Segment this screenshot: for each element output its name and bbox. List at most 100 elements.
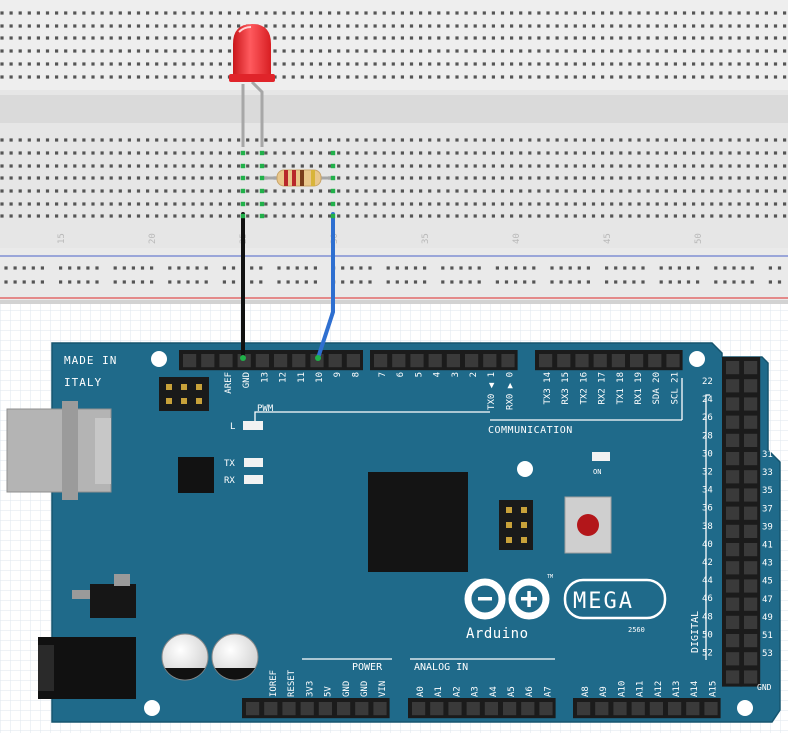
breadboard-hole [36, 24, 40, 28]
header-pin[interactable] [631, 702, 645, 716]
header-pin[interactable] [726, 597, 740, 611]
header-pin[interactable] [726, 634, 740, 648]
header-pin[interactable] [466, 702, 480, 716]
breadboard-hole [40, 280, 44, 284]
header-pin[interactable] [412, 702, 426, 716]
header-pin[interactable] [648, 354, 662, 368]
header-pin[interactable] [611, 354, 625, 368]
header-pin[interactable] [744, 488, 758, 502]
breadboard-hole [573, 62, 577, 66]
header-pin[interactable] [744, 433, 758, 447]
header-pin[interactable] [292, 354, 306, 368]
digital-pin-number: 30 [702, 449, 713, 459]
header-pin[interactable] [726, 379, 740, 393]
header-pin[interactable] [744, 361, 758, 375]
reset-button-cap[interactable] [577, 514, 599, 536]
header-pin[interactable] [744, 579, 758, 593]
header-pin[interactable] [744, 543, 758, 557]
header-pin[interactable] [744, 524, 758, 538]
header-pin[interactable] [726, 561, 740, 575]
header-pin[interactable] [704, 702, 718, 716]
header-pin[interactable] [726, 524, 740, 538]
breadboard-hole [250, 266, 254, 270]
header-pin[interactable] [374, 354, 388, 368]
header-pin[interactable] [219, 354, 233, 368]
header-pin[interactable] [264, 702, 278, 716]
header-pin[interactable] [744, 452, 758, 466]
header-pin[interactable] [410, 354, 424, 368]
header-pin[interactable] [726, 543, 740, 557]
header-pin[interactable] [484, 702, 498, 716]
header-pin[interactable] [373, 702, 387, 716]
header-pin[interactable] [501, 354, 515, 368]
header-pin[interactable] [744, 506, 758, 520]
header-pin[interactable] [274, 354, 288, 368]
breadboard-hole [209, 151, 213, 155]
header-pin[interactable] [593, 354, 607, 368]
header-pin[interactable] [577, 702, 591, 716]
header-pin[interactable] [726, 488, 740, 502]
header-pin[interactable] [183, 354, 197, 368]
header-pin[interactable] [630, 354, 644, 368]
header-pin[interactable] [430, 702, 444, 716]
header-pin[interactable] [726, 670, 740, 684]
header-pin[interactable] [726, 506, 740, 520]
header-pin[interactable] [744, 615, 758, 629]
header-pin[interactable] [346, 354, 360, 368]
header-pin[interactable] [744, 379, 758, 393]
header-pin[interactable] [246, 702, 260, 716]
header-pin[interactable] [337, 702, 351, 716]
header-pin[interactable] [726, 415, 740, 429]
header-pin[interactable] [744, 634, 758, 648]
header-pin[interactable] [666, 354, 680, 368]
header-pin[interactable] [255, 354, 269, 368]
header-pin[interactable] [744, 397, 758, 411]
header-pin[interactable] [726, 433, 740, 447]
header-pin[interactable] [726, 452, 740, 466]
header-pin[interactable] [446, 354, 460, 368]
wire-blue-pin10[interactable] [316, 212, 335, 360]
red-led[interactable] [233, 24, 271, 78]
header-pin[interactable] [355, 702, 369, 716]
header-pin[interactable] [483, 354, 497, 368]
breadboard-hole [719, 24, 723, 28]
header-pin[interactable] [726, 397, 740, 411]
header-pin[interactable] [726, 652, 740, 666]
header-pin[interactable] [686, 702, 700, 716]
header-pin[interactable] [595, 702, 609, 716]
breadboard-hole [100, 176, 104, 180]
header-pin[interactable] [726, 470, 740, 484]
header-pin[interactable] [282, 702, 296, 716]
header-pin[interactable] [649, 702, 663, 716]
header-pin[interactable] [613, 702, 627, 716]
header-pin[interactable] [744, 561, 758, 575]
header-pin[interactable] [726, 579, 740, 593]
header-pin[interactable] [328, 354, 342, 368]
breadboard-hole [610, 151, 614, 155]
header-pin[interactable] [744, 597, 758, 611]
header-pin[interactable] [539, 702, 553, 716]
header-pin[interactable] [744, 652, 758, 666]
header-pin[interactable] [465, 354, 479, 368]
breadboard-hole [146, 189, 150, 193]
header-pin[interactable] [201, 354, 215, 368]
header-pin[interactable] [575, 354, 589, 368]
breadboard-hole [437, 62, 441, 66]
header-pin[interactable] [539, 354, 553, 368]
header-pin[interactable] [318, 702, 332, 716]
breadboard-hole [764, 24, 768, 28]
header-pin[interactable] [503, 702, 517, 716]
breadboard-hole [18, 49, 22, 53]
header-pin[interactable] [448, 702, 462, 716]
header-pin[interactable] [744, 470, 758, 484]
header-pin[interactable] [428, 354, 442, 368]
header-pin[interactable] [726, 615, 740, 629]
header-pin[interactable] [557, 354, 571, 368]
header-pin[interactable] [744, 415, 758, 429]
header-pin[interactable] [392, 354, 406, 368]
header-pin[interactable] [521, 702, 535, 716]
header-pin[interactable] [668, 702, 682, 716]
header-pin[interactable] [744, 670, 758, 684]
header-pin[interactable] [726, 361, 740, 375]
header-pin[interactable] [300, 702, 314, 716]
